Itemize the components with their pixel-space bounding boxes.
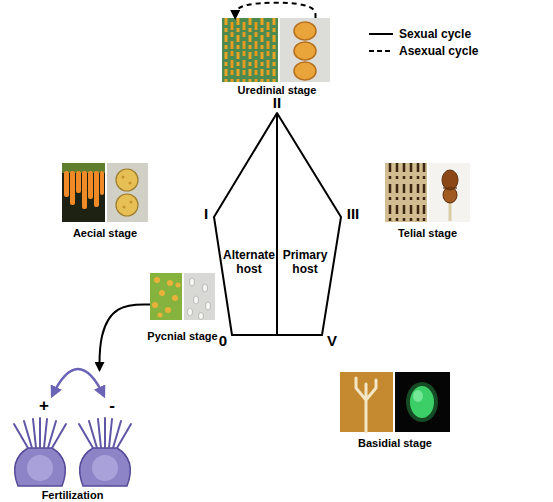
spore-photo <box>429 163 470 222</box>
leaf-photo <box>222 18 278 82</box>
pycnium-spot <box>159 290 165 296</box>
pycnium-spot <box>176 283 181 288</box>
periphyses <box>79 418 131 448</box>
stage-caption: Fertilization <box>42 488 104 502</box>
urediniospore <box>294 42 316 60</box>
pycnium-spot <box>165 307 171 313</box>
spermogonium-core <box>27 455 53 481</box>
legend-entry: Asexual cycle <box>368 44 478 58</box>
uredinia-streaks <box>232 18 268 82</box>
urediniospore <box>294 22 316 40</box>
uredinia-streaks <box>226 18 274 82</box>
host-label: Primary host <box>279 248 331 276</box>
stage-panel: Telial stage <box>385 163 470 240</box>
stage-panel: Pycnial stage <box>150 273 215 343</box>
periphyses <box>14 418 66 448</box>
spore-granule <box>122 176 125 179</box>
mating-arrow <box>52 369 104 396</box>
pycnium-spot <box>167 280 173 286</box>
pycnium-spot <box>158 313 163 318</box>
spore-photo <box>395 372 450 432</box>
urediniospore <box>294 62 316 80</box>
stage-panel: Uredinial stage <box>222 18 332 97</box>
aecial-cup <box>76 171 81 193</box>
legend-text: Sexual cycle <box>399 27 471 41</box>
pycnium-spot <box>172 295 178 301</box>
stage-numeral: 0 <box>219 332 227 349</box>
aecial-cup <box>70 171 75 205</box>
stage-numeral: III <box>347 205 360 222</box>
legend-line <box>369 50 393 52</box>
pycnial-illustration <box>150 273 215 320</box>
pentagon-outline <box>214 113 341 335</box>
pycniospore <box>206 302 211 310</box>
telial-illustration <box>385 163 470 222</box>
spore-glow <box>406 382 438 422</box>
basidium-photo <box>340 372 393 432</box>
stage-panel: Aecial stage <box>62 163 148 240</box>
cycle-pentagon <box>214 113 341 335</box>
leaf-photo <box>150 273 182 320</box>
legend-sample <box>368 27 394 41</box>
spermogonium-body <box>80 448 131 486</box>
spore-granule <box>129 182 132 185</box>
spore-granule <box>123 206 126 209</box>
stage-panel: Fertilization <box>5 370 140 502</box>
aecial-cup <box>94 171 99 207</box>
legend-text: Asexual cycle <box>399 44 478 58</box>
pycniospore <box>199 313 204 320</box>
spore-photo <box>280 18 330 82</box>
mating-type: + <box>39 396 49 416</box>
pycniospore <box>190 278 195 286</box>
aecial-illustration <box>62 163 148 222</box>
spore-photo <box>107 163 148 222</box>
leaf-photo <box>385 163 427 222</box>
aeciospore <box>116 169 138 191</box>
cycle-arrow <box>235 3 315 18</box>
basidium <box>356 378 376 432</box>
stage-panel: Basidial stage <box>340 372 450 450</box>
aecial-cup <box>64 171 69 197</box>
aecial-cup <box>100 171 104 195</box>
aecial-cup <box>82 171 87 209</box>
fertilization-illustration <box>14 369 131 486</box>
stage-caption: Aecial stage <box>73 226 137 240</box>
basidial-illustration <box>340 372 450 432</box>
mating-type: - <box>109 396 115 416</box>
basidiospore <box>410 386 434 418</box>
legend-line <box>369 33 393 35</box>
pycniospore <box>203 284 208 292</box>
stage-caption: Telial stage <box>398 226 457 240</box>
stage-numeral: II <box>273 94 281 111</box>
aecia-photo <box>62 163 105 222</box>
teliospore-septum <box>443 187 457 188</box>
host-label: Alternate host <box>219 248 279 276</box>
spermogonium-core <box>92 455 118 481</box>
pycnium-spot <box>152 302 158 308</box>
pycnium-spot <box>154 277 160 283</box>
spore-highlight <box>413 390 423 402</box>
cycle-arrow <box>100 305 151 371</box>
stage-numeral: I <box>204 205 208 222</box>
legend-sample <box>368 44 394 58</box>
spore-granule <box>130 201 133 204</box>
pycniospore <box>188 308 193 316</box>
stage-caption: Basidial stage <box>358 436 432 450</box>
aecial-cup <box>88 171 93 199</box>
spore-photo <box>184 273 215 320</box>
legend-entry: Sexual cycle <box>368 27 471 41</box>
stage-numeral: V <box>327 332 337 349</box>
teliospore-cell <box>442 170 458 190</box>
spermogonium-body <box>15 448 66 486</box>
aeciospore <box>116 194 138 216</box>
stage-caption: Pycnial stage <box>147 329 217 343</box>
uredinial-illustration <box>222 18 330 82</box>
pycniospore <box>194 296 199 304</box>
host-divider <box>276 113 278 335</box>
telia-streaks <box>390 163 424 222</box>
